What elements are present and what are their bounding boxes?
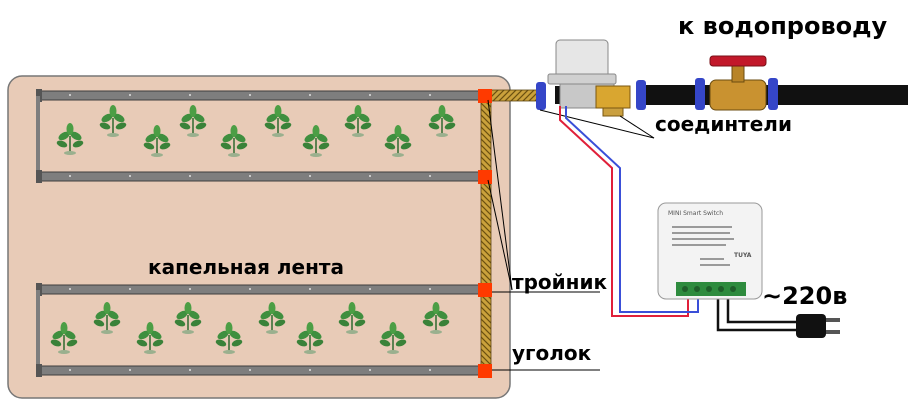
- module-logo-text: TUYA: [734, 252, 752, 259]
- solenoid-valve-icon: [547, 39, 631, 117]
- drip-pipe: [36, 364, 483, 377]
- power-plug-icon: [796, 314, 840, 338]
- tee-label: тройник: [512, 270, 608, 294]
- connector-clamp: [768, 78, 778, 110]
- tee-fitting: [478, 170, 492, 184]
- tee-fitting: [478, 89, 492, 103]
- connector-clamp: [636, 80, 646, 110]
- garden-bed: [7, 75, 511, 399]
- smart-switch-module: [657, 202, 763, 300]
- gate-valve-icon: [709, 55, 767, 111]
- connectors-label: соединтели: [655, 112, 792, 136]
- drip-tape-label: капельная лента: [148, 255, 344, 279]
- drip-pipe: [36, 170, 483, 183]
- voltage-label: ~220в: [762, 282, 848, 310]
- tee-fitting: [478, 283, 492, 297]
- corner-fitting: [478, 364, 492, 378]
- water-supply-label: к водопроводу: [678, 12, 888, 40]
- module-brand-text: MINI Smart Switch: [668, 210, 724, 217]
- leader-lines: [487, 99, 655, 371]
- connector-clamp: [536, 82, 546, 110]
- corner-label: уголок: [512, 341, 592, 365]
- connector-clamp: [695, 78, 705, 110]
